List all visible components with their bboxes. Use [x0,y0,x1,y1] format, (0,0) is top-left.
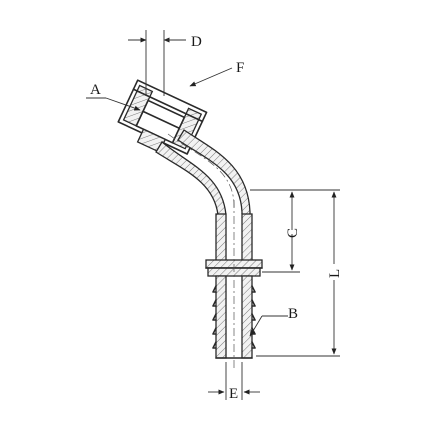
dimension-c: C [250,189,340,273]
label-f: F [236,60,244,76]
hose-fitting [117,79,263,370]
label-d: D [191,34,202,50]
callout-a: A [86,82,141,111]
label-a: A [90,82,101,98]
tube-left-wall [215,213,227,263]
barbed-tail [212,275,256,359]
tube-right-wall [241,213,253,263]
dimension-d: D [128,30,202,96]
label-b: B [288,306,298,322]
centerline-bend [167,133,235,211]
dimension-e: E [208,362,260,402]
label-l: L [327,269,343,278]
callout-b: B [249,306,298,337]
callout-f: F [189,60,244,87]
dimension-l: L [256,191,343,357]
label-e: E [229,386,238,402]
label-c: C [285,228,301,238]
